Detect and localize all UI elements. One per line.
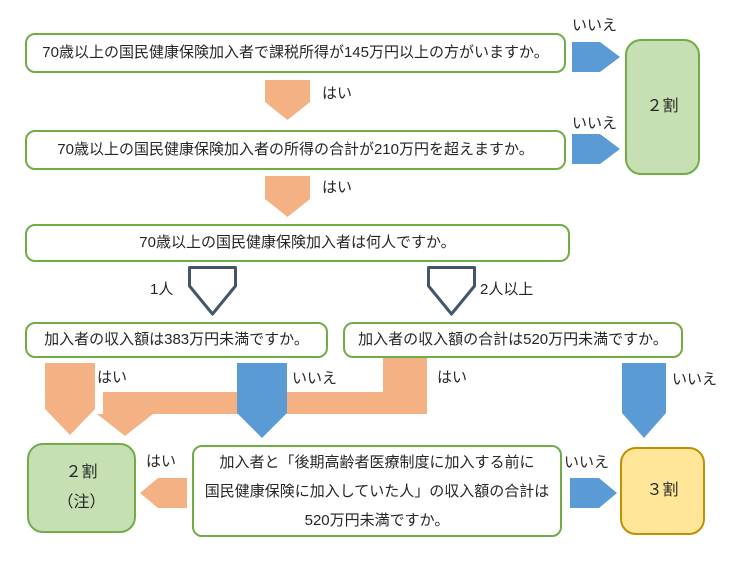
q5-no-down-arrow-icon bbox=[622, 363, 666, 438]
q5-no-label: いいえ bbox=[672, 371, 718, 388]
question-box-income-total-under-520: 加入者の収入額の合計は520万円未満ですか。 bbox=[343, 322, 683, 358]
question-line-3: 520万円未満ですか。 bbox=[304, 511, 450, 529]
q2-no-right-arrow-icon bbox=[572, 134, 620, 164]
question-line-1: 加入者と「後期高齢者医療制度に加入する前に bbox=[219, 453, 535, 471]
result-label: ３割 bbox=[646, 482, 679, 499]
q2-no-label: いいえ bbox=[572, 115, 618, 132]
q4-yes-label: はい bbox=[97, 369, 128, 386]
q5-yes-label: はい bbox=[437, 369, 468, 386]
q6-no-right-arrow-icon bbox=[570, 478, 617, 508]
q4-yes-down-arrow-icon bbox=[45, 363, 95, 435]
q2-yes-down-arrow-icon bbox=[265, 176, 310, 217]
question-box-taxable-income-145: 70歳以上の国民健康保険加入者で課税所得が145万円以上の方がいますか。 bbox=[25, 33, 566, 73]
question-box-how-many-members: 70歳以上の国民健康保険加入者は何人ですか。 bbox=[25, 224, 570, 262]
question-box-former-insured-total-520: 加入者と「後期高齢者医療制度に加入する前に 国民健康保険に加入していた人」の収入… bbox=[192, 445, 562, 537]
result-box-2wari: ２割 bbox=[625, 39, 700, 175]
q3-one-person-label: 1人 bbox=[150, 281, 174, 298]
q1-no-label: いいえ bbox=[572, 17, 618, 34]
q6-yes-label: はい bbox=[146, 453, 177, 470]
q6-no-label: いいえ bbox=[564, 454, 610, 471]
q3-two-or-more-down-arrow-icon bbox=[427, 266, 476, 316]
q1-yes-down-arrow-icon bbox=[265, 80, 310, 120]
question-box-total-income-210: 70歳以上の国民健康保険加入者の所得の合計が210万円を超えますか。 bbox=[25, 130, 566, 170]
q2-yes-label: はい bbox=[322, 179, 353, 196]
question-line-2: 国民健康保険に加入していた人」の収入額の合計は bbox=[204, 482, 550, 500]
result-box-2wari-note: ２割 （注） bbox=[27, 443, 136, 533]
result-label: ２割 bbox=[646, 98, 679, 115]
result-box-3wari: ３割 bbox=[620, 447, 705, 535]
q4-no-down-arrow-icon bbox=[237, 363, 287, 438]
result-note-label: （注） bbox=[57, 494, 106, 511]
q6-yes-left-arrow-icon bbox=[140, 478, 187, 508]
question-box-income-under-383: 加入者の収入額は383万円未満ですか。 bbox=[25, 322, 328, 358]
q1-no-right-arrow-icon bbox=[572, 42, 620, 72]
q3-one-person-down-arrow-icon bbox=[188, 266, 237, 316]
q1-yes-label: はい bbox=[322, 85, 353, 102]
q3-two-or-more-label: 2人以上 bbox=[480, 281, 534, 298]
result-label: ２割 bbox=[65, 464, 98, 481]
q4-no-label: いいえ bbox=[292, 370, 338, 387]
